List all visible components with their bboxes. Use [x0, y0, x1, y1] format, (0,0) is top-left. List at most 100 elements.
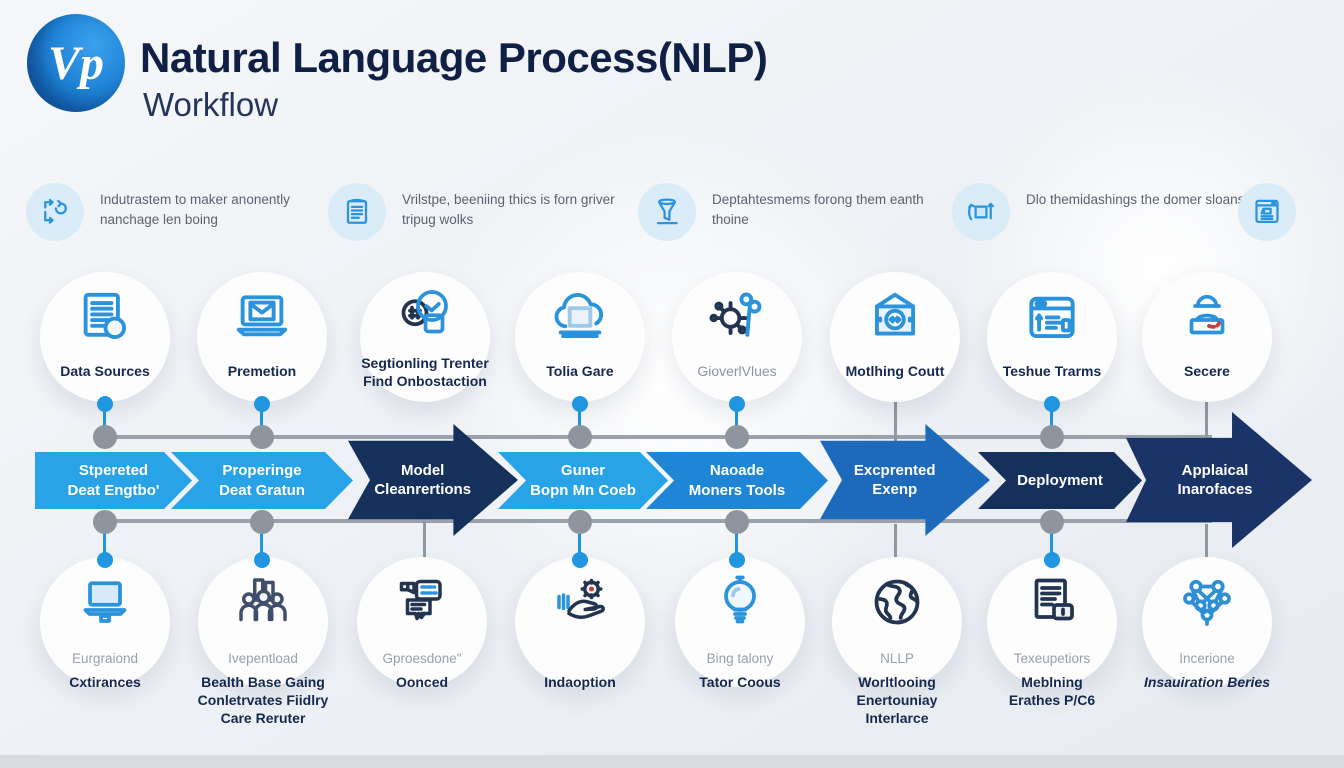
- connector-line: [894, 524, 897, 560]
- funnel-icon: [638, 183, 696, 241]
- chat-bubbles-icon: [342, 557, 502, 647]
- connector-line: [1205, 524, 1208, 562]
- connector-dot: [93, 510, 117, 534]
- connector-dot: [725, 425, 749, 449]
- step-label: Tator Coous: [699, 674, 781, 690]
- connector-dot: [1044, 396, 1060, 412]
- connector-dot: [725, 510, 749, 534]
- step-sublabel: Ivepentload: [228, 651, 298, 666]
- step-label: Premetion: [227, 363, 297, 379]
- step-oonced: Gproesdone" Oonced: [342, 557, 502, 691]
- sync-box-icon: [952, 183, 1010, 241]
- feature-text: Indutrastem to maker anonently nanchage …: [100, 192, 290, 228]
- background-blob: [950, 60, 1344, 480]
- browser-icon: [1238, 183, 1296, 241]
- step-secere: Secere: [1127, 272, 1287, 402]
- feature-text: Dlo themidashings the domer sloans: [1026, 192, 1245, 207]
- arrow-label-line: Excprented: [853, 461, 936, 479]
- connector-dot: [254, 396, 270, 412]
- step-sublabel: Gproesdone": [382, 651, 462, 666]
- connector-line: [103, 530, 106, 556]
- step-label: Meblning Erathes P/C6: [1008, 674, 1096, 709]
- connector-line: [260, 530, 263, 556]
- flow-arrows-icon: [26, 183, 84, 241]
- feature-item: Indutrastem to maker anonently nanchage …: [26, 183, 328, 241]
- connector-dot: [568, 510, 592, 534]
- arrow-label: Stpereted Deat Engtbo': [35, 461, 208, 500]
- step-motlhing-coutt: Motlhing Coutt: [815, 272, 975, 402]
- connector-dot: [97, 396, 113, 412]
- step-segmentation: Segtionling Trenter Find Onbostaction: [345, 272, 505, 402]
- laptop-mail-icon: [182, 272, 342, 362]
- logo: Vp: [27, 14, 125, 112]
- connector-dot: [729, 396, 745, 412]
- connector-dot: [572, 396, 588, 412]
- step-tator-coous: Bing talony Tator Coous: [660, 557, 820, 691]
- page-title: Natural Language Process(NLP): [140, 34, 768, 81]
- arrow-label-line: Cleanrertions: [374, 481, 472, 498]
- arrow-label: Model Cleanrertions: [370, 461, 475, 500]
- step-label: Oonced: [395, 674, 449, 690]
- workflow-arrow-2: Properinge Deat Gratun: [171, 452, 353, 509]
- arrow-label-line: Applaical: [1181, 461, 1249, 479]
- step-sublabel: Incerione: [1179, 651, 1235, 666]
- arrow-label: Deployment: [978, 471, 1142, 491]
- step-label: Bealth Base Gaing Conletrvates Fiidlry C…: [197, 674, 329, 727]
- step-sublabel: Eurgraiond: [71, 651, 139, 666]
- workflow-arrow-1: Stpereted Deat Engtbo': [35, 452, 192, 509]
- step-label: Motlhing Coutt: [845, 363, 945, 379]
- feature-item: [1238, 183, 1296, 241]
- workflow-arrow-7: Deployment: [978, 452, 1142, 509]
- worker-icon: [1127, 272, 1287, 362]
- network-virus-icon: [657, 272, 817, 362]
- bottom-bar: [0, 755, 1344, 768]
- arrow-label-line: Naoade: [709, 462, 765, 479]
- arrow-label: Applaical Inarofaces: [1162, 461, 1268, 500]
- connector-line: [1205, 398, 1208, 438]
- step-label: Indaoption: [544, 674, 616, 690]
- connector-dot: [93, 425, 117, 449]
- laptop-icon: [25, 557, 185, 647]
- workflow-arrow-5: Naoade Moners Tools: [646, 452, 828, 509]
- step-data-sources: Data Sources: [25, 272, 185, 402]
- feature-text: Vrilstpe, beeniing thics is forn griver …: [402, 192, 615, 228]
- feature-item: Deptahtesmems forong them eanth thoine: [638, 183, 940, 241]
- arrow-label-line: Bopn Mn Coeb: [530, 481, 636, 499]
- step-label: Data Sources: [60, 363, 150, 379]
- lightbulb-icon: [660, 557, 820, 647]
- arrow-label-line: Moners Tools: [688, 481, 786, 499]
- connector-line: [260, 402, 263, 434]
- connector-dot: [97, 552, 113, 568]
- workflow-arrow-8: Applaical Inarofaces: [1126, 412, 1312, 548]
- frame-icon: [815, 272, 975, 362]
- connector-line: [103, 402, 106, 434]
- connector-dot: [1040, 510, 1064, 534]
- hand-gear-icon: [500, 557, 660, 647]
- doc-device-icon: [972, 557, 1132, 647]
- connector-dot: [1040, 425, 1064, 449]
- step-teshue-trarms: Teshue Trarms: [972, 272, 1132, 402]
- connector-dot: [568, 425, 592, 449]
- step-cxtirances: Eurgraiond Cxtirances: [25, 557, 185, 691]
- step-tolia-gare: Tolia Gare: [500, 272, 660, 402]
- connector-dot: [254, 552, 270, 568]
- cloud-icon: [500, 272, 660, 362]
- step-insauiration: Incerione Insauiration Beries: [1127, 557, 1287, 691]
- step-label: Segtionling Trenter Find Onbostaction: [361, 355, 489, 390]
- arrow-label-line: Properinge: [222, 462, 302, 479]
- connector-dot: [729, 552, 745, 568]
- feature-item: Dlo themidashings the domer sloans: [952, 183, 1254, 241]
- step-sublabel: [500, 651, 660, 668]
- step-bealth-base: Ivepentload Bealth Base Gaing Conletrvat…: [183, 557, 343, 728]
- arrow-label-line: Deat Engtbo': [67, 481, 160, 499]
- connector-line: [1050, 530, 1053, 556]
- step-label: GioverlVlues: [697, 363, 777, 379]
- people-icon: [183, 557, 343, 647]
- arrow-label-line: Stpereted: [78, 462, 149, 479]
- logo-text: Vp: [47, 36, 104, 90]
- tokenize-icon: [345, 272, 505, 354]
- arrow-label-line: Deployment: [1017, 471, 1103, 489]
- step-label: Teshue Trarms: [1002, 363, 1102, 379]
- feature-text: Deptahtesmems forong them eanth thoine: [712, 192, 924, 228]
